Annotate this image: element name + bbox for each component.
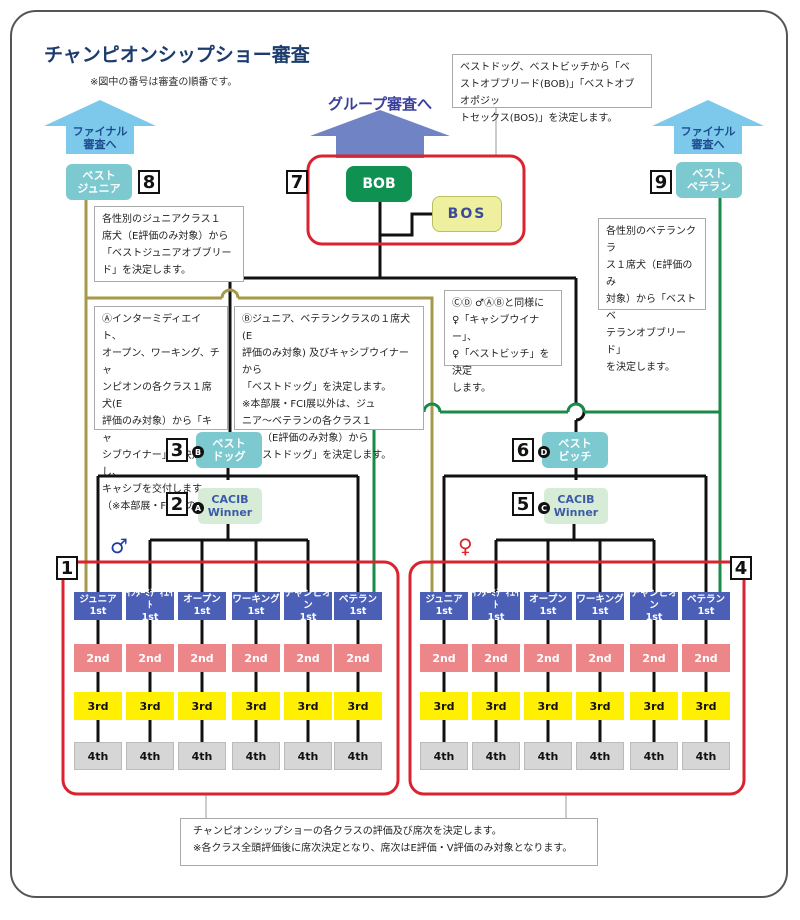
- step-number-8: 8: [138, 170, 160, 194]
- best-dog-box: ベストドッグ: [196, 432, 262, 468]
- best-junior-box: ベストジュニア: [66, 164, 132, 200]
- male-class-3-third: 3rd: [178, 692, 226, 720]
- female-class-2-fourth: 4th: [472, 742, 520, 770]
- bob-region: [306, 154, 526, 246]
- note-bob-bos: ベストドッグ、ベストビッチから「ベストオブブリード(BOB)」「ベストオブオポジ…: [452, 54, 652, 124]
- male-class-6-third: 3rd: [334, 692, 382, 720]
- male-class-1-third: 3rd: [74, 692, 122, 720]
- arrow-final-right: [652, 100, 764, 154]
- male-class-2-second: 2nd: [126, 644, 174, 672]
- female-class-3-third: 3rd: [524, 692, 572, 720]
- arrow-final-left: [44, 100, 156, 154]
- male-class-5-fourth: 4th: [284, 742, 332, 770]
- final-right-label: ファイナル審査へ: [680, 125, 736, 151]
- page-title: チャンピオンシップショー審査: [44, 44, 310, 66]
- arrow-group: [310, 110, 450, 158]
- male-icon: ♂: [110, 534, 128, 558]
- best-bitch-box: ベストビッチ: [542, 432, 608, 468]
- female-class-3-second: 2nd: [524, 644, 572, 672]
- female-class-1-second: 2nd: [420, 644, 468, 672]
- female-icon: ♀: [458, 534, 473, 558]
- step-number-4: 4: [730, 556, 752, 580]
- male-class-1-second: 2nd: [74, 644, 122, 672]
- step-number-9: 9: [650, 170, 672, 194]
- female-class-6-third: 3rd: [682, 692, 730, 720]
- male-class-region: [61, 560, 400, 796]
- female-class-5-second: 2nd: [630, 644, 678, 672]
- female-class-1-fourth: 4th: [420, 742, 468, 770]
- male-class-4-fourth: 4th: [232, 742, 280, 770]
- female-class-6-fourth: 4th: [682, 742, 730, 770]
- female-class-region: [408, 560, 746, 796]
- female-class-4-second: 2nd: [576, 644, 624, 672]
- female-class-5-third: 3rd: [630, 692, 678, 720]
- male-class-6-second: 2nd: [334, 644, 382, 672]
- female-class-5-fourth: 4th: [630, 742, 678, 770]
- male-class-1-fourth: 4th: [74, 742, 122, 770]
- circle-letter-c: C: [538, 502, 550, 514]
- final-left-label: ファイナル審査へ: [72, 125, 128, 151]
- male-class-2-fourth: 4th: [126, 742, 174, 770]
- male-class-5-second: 2nd: [284, 644, 332, 672]
- step-number-7: 7: [286, 170, 308, 194]
- step-number-2: 2: [166, 492, 188, 516]
- female-class-1-third: 3rd: [420, 692, 468, 720]
- male-class-2-third: 3rd: [126, 692, 174, 720]
- circle-letter-a: A: [192, 502, 204, 514]
- best-veteran-box: ベストベテラン: [676, 162, 742, 198]
- female-class-4-fourth: 4th: [576, 742, 624, 770]
- female-class-2-third: 3rd: [472, 692, 520, 720]
- male-class-3-fourth: 4th: [178, 742, 226, 770]
- note-cd: ⒸⒹ ♂ⒶⒷと同様に♀「キャシブウイナー」、♀「ベストビッチ」を決定します。: [444, 290, 562, 394]
- step-number-3: 3: [166, 438, 188, 462]
- female-class-2-second: 2nd: [472, 644, 520, 672]
- male-class-3-second: 2nd: [178, 644, 226, 672]
- male-class-4-third: 3rd: [232, 692, 280, 720]
- male-class-5-third: 3rd: [284, 692, 332, 720]
- circle-letter-d: D: [538, 446, 550, 458]
- circle-letter-b: B: [192, 446, 204, 458]
- bob-box: BOB: [346, 166, 412, 202]
- note-bottom: チャンピオンシップショーの各クラスの評価及び席次を決定します。※各クラス全頭評価…: [180, 818, 598, 866]
- bos-box: BOS: [432, 196, 502, 232]
- female-class-4-third: 3rd: [576, 692, 624, 720]
- note-veteran: 各性別のベテランクラス１席犬（E評価のみ対象）から「ベストベテランオブブリード」…: [598, 218, 706, 373]
- group-judging-label: グループ審査へ: [327, 95, 433, 113]
- female-class-6-second: 2nd: [682, 644, 730, 672]
- female-class-3-fourth: 4th: [524, 742, 572, 770]
- outer-frame: [10, 10, 788, 898]
- step-number-5: 5: [512, 492, 534, 516]
- step-number-1: 1: [56, 556, 78, 580]
- step-number-6: 6: [512, 438, 534, 462]
- page-subtitle: ※図中の番号は審査の順番です。: [90, 77, 238, 88]
- male-class-4-second: 2nd: [232, 644, 280, 672]
- male-class-6-fourth: 4th: [334, 742, 382, 770]
